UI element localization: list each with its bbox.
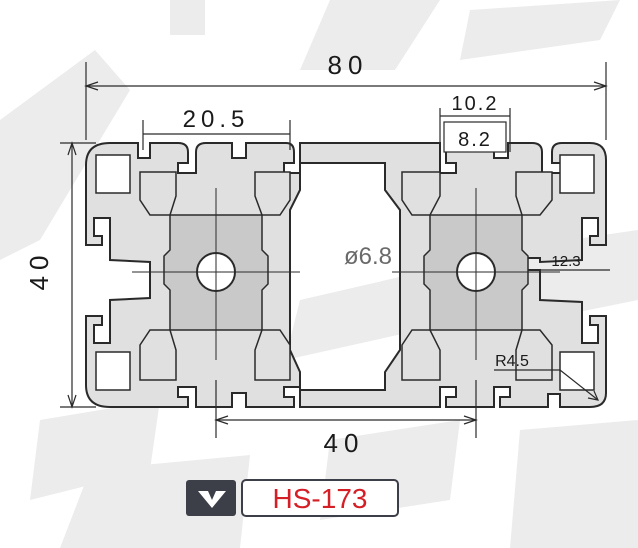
model-label: HS-173 — [186, 479, 399, 517]
dimension-overall-height: 40 — [24, 250, 54, 291]
dimension-overall-width: 80 — [328, 50, 369, 80]
dimension-lines — [60, 62, 610, 438]
dimension-slot-inner: 8.2 — [458, 129, 492, 151]
dimension-slot-pitch: 20.5 — [183, 106, 250, 133]
center-lines — [132, 188, 560, 360]
left-spokes — [139, 171, 291, 381]
right-spokes — [401, 171, 553, 381]
dimension-corner-radius: R4.5 — [495, 353, 529, 370]
dimension-slot-depth: 12.3 — [551, 253, 580, 270]
model-box — [241, 479, 399, 517]
profile-section — [85, 142, 607, 408]
dimension-hole-diameter: ø6.8 — [344, 243, 392, 270]
brand-logo-icon — [198, 491, 226, 508]
dimension-center-distance: 40 — [324, 428, 365, 458]
dimension-slot-outer: 10.2 — [452, 93, 499, 115]
model-number: HS-173 — [273, 483, 368, 514]
